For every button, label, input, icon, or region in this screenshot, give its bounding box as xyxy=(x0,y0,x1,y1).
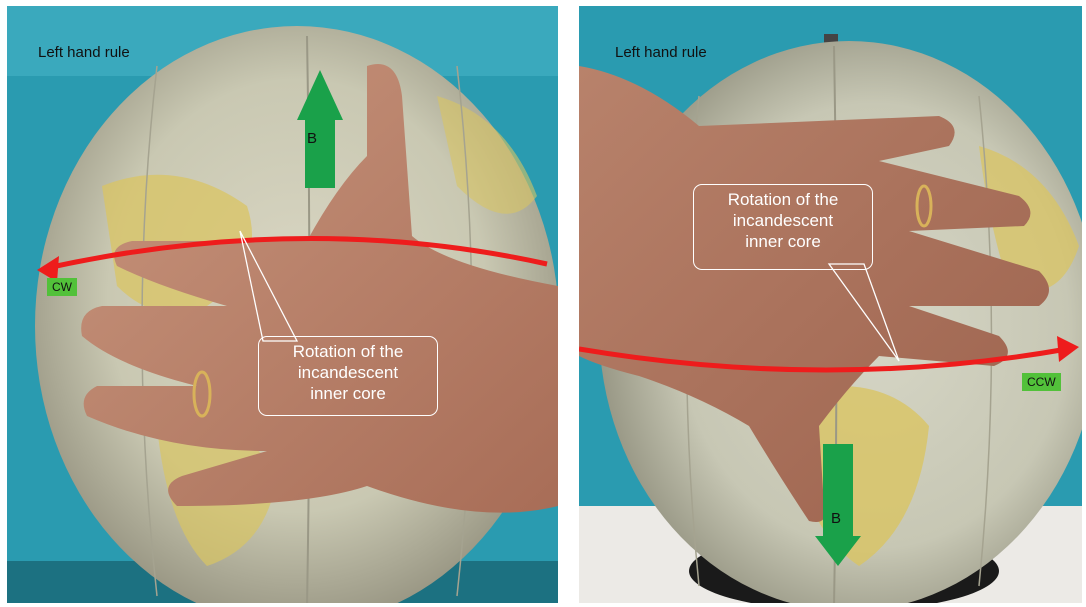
field-label-b: B xyxy=(307,130,317,147)
callout-line-1: Rotation of the xyxy=(265,341,431,362)
rotation-callout: Rotation of the incandescent inner core xyxy=(693,184,873,270)
right-photo-panel: Left hand rule B CCW Rotation of the inc… xyxy=(579,6,1082,603)
callout-line-2: incandescent xyxy=(265,362,431,383)
callout-line-1: Rotation of the xyxy=(700,189,866,210)
field-label-b: B xyxy=(831,510,841,527)
rotation-direction-tag: CCW xyxy=(1022,373,1061,391)
globe-photo-left xyxy=(7,6,558,603)
rotation-callout: Rotation of the incandescent inner core xyxy=(258,336,438,416)
panel-title: Left hand rule xyxy=(38,44,130,61)
callout-line-2: incandescent xyxy=(700,210,866,231)
panel-title: Left hand rule xyxy=(615,44,707,61)
left-photo-panel: Left hand rule B CW Rotation of the inca… xyxy=(7,6,558,603)
rotation-direction-tag: CW xyxy=(47,278,77,296)
callout-line-3: inner core xyxy=(700,231,866,252)
callout-line-3: inner core xyxy=(265,383,431,404)
